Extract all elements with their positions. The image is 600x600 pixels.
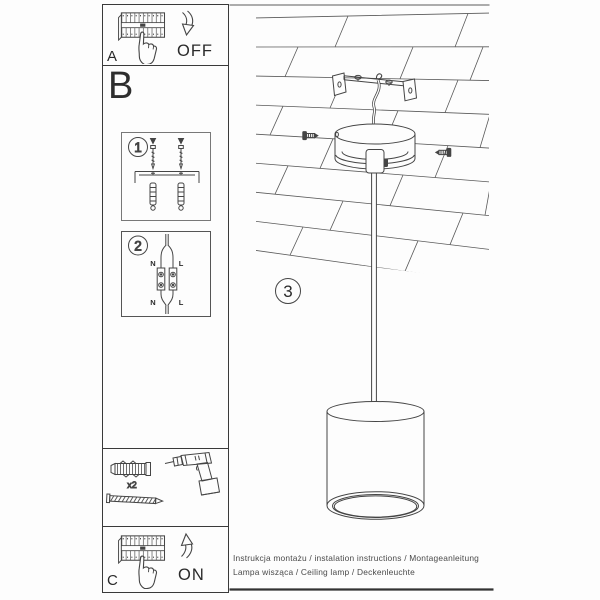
lamp-shade-drawing [326, 401, 425, 520]
off-label: OFF [177, 42, 213, 60]
curved-arrow-down-icon [181, 10, 195, 37]
screws-bracket-diagram [134, 138, 200, 212]
bracket-screw-icon [385, 79, 393, 86]
wall-plug-icon [110, 460, 151, 478]
step-1-number: 1 [135, 140, 143, 155]
step-b-label: B [108, 65, 134, 107]
tools-box: x2 [102, 448, 229, 527]
terminal-l-top-label: L [179, 259, 184, 268]
screw-icon [150, 138, 157, 171]
step-a-panel: OFF A [102, 4, 229, 66]
screw-icon [178, 138, 185, 171]
caption: Instrukcja montażu / instalation instruc… [233, 552, 479, 579]
canopy-drawing [334, 123, 416, 174]
suspension-wire [371, 73, 383, 124]
curved-arrow-up-icon [180, 532, 194, 559]
step-2-number: 2 [135, 239, 143, 254]
step-2-badge: 2 [128, 235, 149, 256]
screw-icon [105, 493, 165, 505]
step-3-number: 3 [283, 282, 292, 301]
step-1-box: 1 [121, 132, 212, 222]
quantity-label: x2 [127, 480, 137, 490]
caption-line-2: Lampa wisząca / Ceiling lamp / Deckenleu… [233, 566, 415, 577]
step-c-label: C [107, 572, 118, 589]
bracket-screw-icon [354, 74, 362, 82]
wiring-diagram: N L N L [151, 234, 184, 315]
step-3-badge: 3 [275, 278, 301, 304]
cord-grip [365, 149, 385, 174]
step-2-box: 2 N L N [121, 231, 212, 318]
press-hand-icon [138, 555, 158, 589]
step-b-section: B 1 [102, 65, 229, 449]
step-a-label: A [107, 48, 117, 64]
terminal-n-bottom-label: N [151, 298, 156, 307]
mounting-bracket-drawing [331, 72, 418, 102]
terminal-l-bottom-label: L [179, 298, 184, 307]
terminal-n-top-label: N [151, 259, 156, 268]
mounting-screw-right-icon [434, 147, 452, 157]
pendant-cable [371, 171, 377, 407]
on-label: ON [178, 566, 205, 584]
wall-plug-icon [149, 182, 157, 212]
step-1-badge: 1 [128, 137, 149, 158]
caption-line-1: Instrukcja montażu / instalation instruc… [233, 553, 480, 563]
step-c-panel: ON C [102, 526, 229, 593]
wall-plug-icon [177, 182, 185, 212]
drill-icon [164, 451, 221, 496]
mounting-screw-left-icon [302, 131, 319, 141]
